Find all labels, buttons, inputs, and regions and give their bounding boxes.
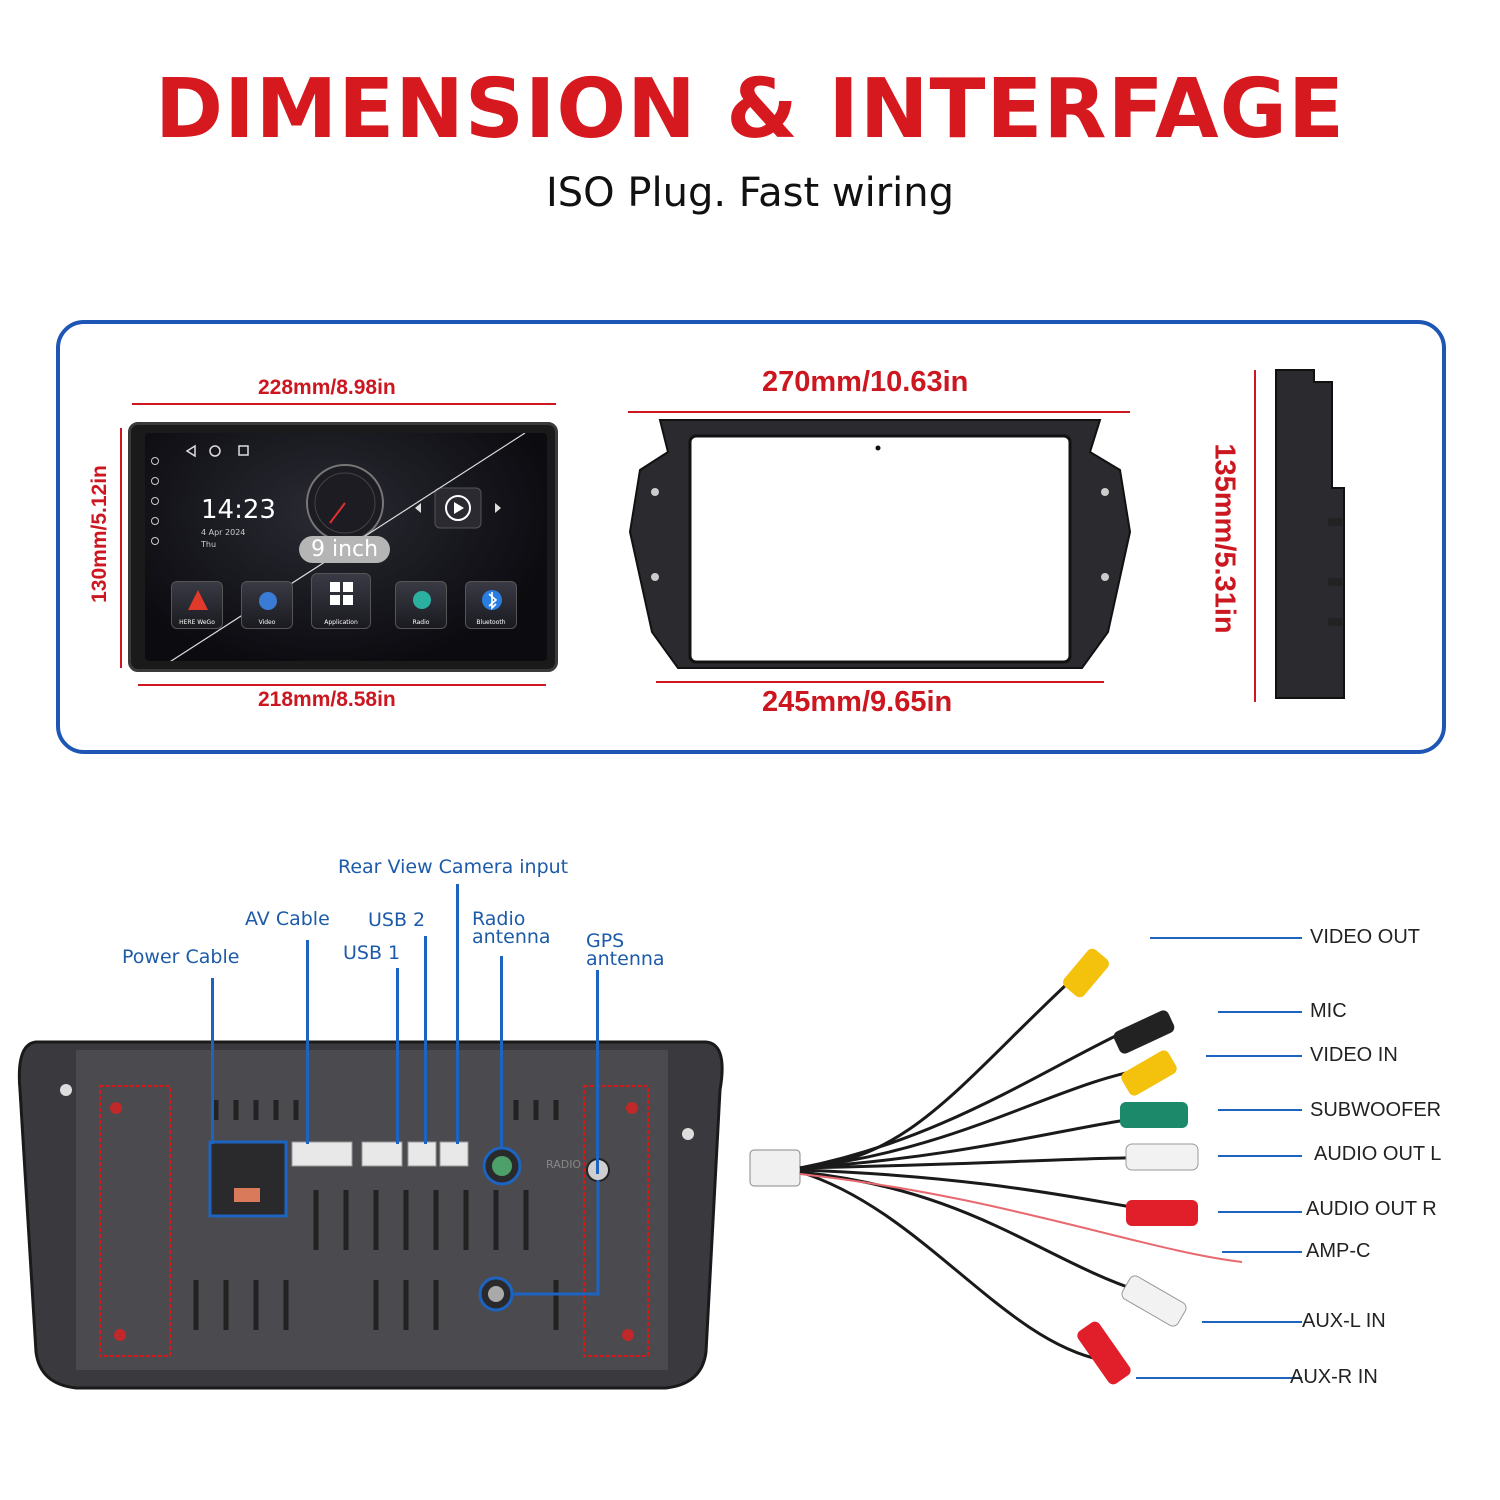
- side-vol-up-icon: [151, 517, 159, 525]
- wiring-harness: [749, 937, 1302, 1385]
- dimensions-panel: [56, 320, 1446, 754]
- mounting-frame: [628, 419, 1132, 669]
- clock-time: 14:23: [201, 495, 276, 525]
- callout-camera: [456, 884, 459, 1144]
- callout-power: [211, 978, 214, 1144]
- side-vol-down-icon: [151, 537, 159, 545]
- left-bracket-outline: [99, 1085, 171, 1357]
- silkscreen-radio: RADIO: [546, 1158, 582, 1171]
- unit-height-label: 130mm/5.12in: [88, 465, 111, 603]
- side-power-icon: [151, 457, 159, 465]
- label-power-cable: Power Cable: [122, 946, 240, 968]
- right-bracket-outline: [583, 1085, 649, 1357]
- label-rear-camera: Rear View Camera input: [338, 856, 569, 878]
- unit-top-width-line: [132, 403, 556, 405]
- label-radio-antenna: Radio antenna: [472, 908, 551, 948]
- callout-radio: [500, 956, 503, 1148]
- rca-audio-out-r: [1126, 1200, 1198, 1226]
- rca-video-out: [1063, 948, 1109, 998]
- label-amp-c: AMP-C: [1306, 1240, 1371, 1262]
- side-profile: [1275, 369, 1345, 699]
- callout-usb2: [424, 936, 427, 1144]
- screen-size-badge: 9 inch: [299, 536, 391, 563]
- unit-bottom-width-label: 218mm/8.58in: [258, 688, 396, 711]
- label-usb1: USB 1: [343, 942, 401, 964]
- rca-video-in: [1121, 1050, 1177, 1096]
- callout-av: [306, 940, 309, 1144]
- frame-opening: [688, 434, 1072, 664]
- power-connector: [208, 1140, 288, 1218]
- label-aux-r-in: AUX-R IN: [1290, 1366, 1378, 1388]
- side-home-icon: [151, 477, 159, 485]
- back-icon: [185, 444, 196, 458]
- app-tile-video: Video: [241, 581, 293, 629]
- callout-usb1: [396, 968, 399, 1144]
- mic-jack: [1113, 1010, 1175, 1054]
- side-back-icon: [151, 497, 159, 505]
- unit-height-line: [120, 428, 122, 668]
- rca-subwoofer: [1120, 1102, 1188, 1128]
- unit-bottom-width-line: [138, 684, 546, 686]
- label-video-out: VIDEO OUT: [1310, 926, 1421, 948]
- app-tile-bluetooth: Bluetooth: [465, 581, 517, 629]
- usb1-connector: [361, 1141, 403, 1167]
- app-tile-navigation: HERE WeGo: [171, 581, 223, 629]
- label-audio-out-r: AUDIO OUT R: [1306, 1198, 1437, 1220]
- head-unit-screen: 14:23 4 Apr 2024 Thu 9 inch HERE WeGo Vi…: [145, 433, 547, 661]
- page-title: DIMENSION & INTERFAGE: [155, 62, 1345, 157]
- next-icon: [495, 503, 501, 513]
- back-panel: [17, 1040, 724, 1390]
- clock-date: 4 Apr 2024 Thu: [201, 528, 246, 549]
- label-gps-antenna: GPS antenna: [586, 930, 665, 970]
- app-tile-radio: Radio: [395, 581, 447, 629]
- frame-top-width-line: [628, 411, 1130, 413]
- unit-top-width-label: 228mm/8.98in: [258, 376, 396, 399]
- prev-icon: [415, 503, 421, 513]
- app-tile-application: Application: [311, 573, 371, 629]
- frame-bottom-width-label: 245mm/9.65in: [762, 686, 953, 718]
- label-av-cable: AV Cable: [245, 908, 330, 930]
- usb2-connector: [407, 1141, 437, 1167]
- amp-c-wire: [799, 1173, 1243, 1263]
- frame-height-line: [1254, 370, 1256, 702]
- harness-plug: [749, 1149, 801, 1187]
- av-connector: [291, 1141, 353, 1167]
- frame-top-width-label: 270mm/10.63in: [762, 366, 969, 398]
- rca-aux-l: [1121, 1275, 1187, 1327]
- rca-aux-r: [1077, 1321, 1131, 1385]
- recents-icon: [238, 445, 249, 456]
- frame-height-label: 135mm/5.31in: [1208, 443, 1241, 634]
- label-subwoofer: SUBWOOFER: [1310, 1099, 1442, 1121]
- rca-audio-out-l: [1125, 1143, 1199, 1171]
- head-unit: 14:23 4 Apr 2024 Thu 9 inch HERE WeGo Vi…: [128, 422, 558, 672]
- frame-bottom-width-line: [656, 681, 1104, 683]
- label-audio-out-l: AUDIO OUT L: [1314, 1143, 1442, 1165]
- label-video-in: VIDEO IN: [1310, 1044, 1398, 1066]
- label-mic: MIC: [1310, 1000, 1347, 1022]
- home-icon: [209, 445, 221, 457]
- callout-gps: [596, 970, 599, 1174]
- page-subtitle: ISO Plug. Fast wiring: [545, 170, 954, 216]
- play-icon: [445, 495, 471, 521]
- label-usb2: USB 2: [368, 909, 426, 931]
- camera-connector: [439, 1141, 469, 1167]
- label-aux-l-in: AUX-L IN: [1302, 1310, 1386, 1332]
